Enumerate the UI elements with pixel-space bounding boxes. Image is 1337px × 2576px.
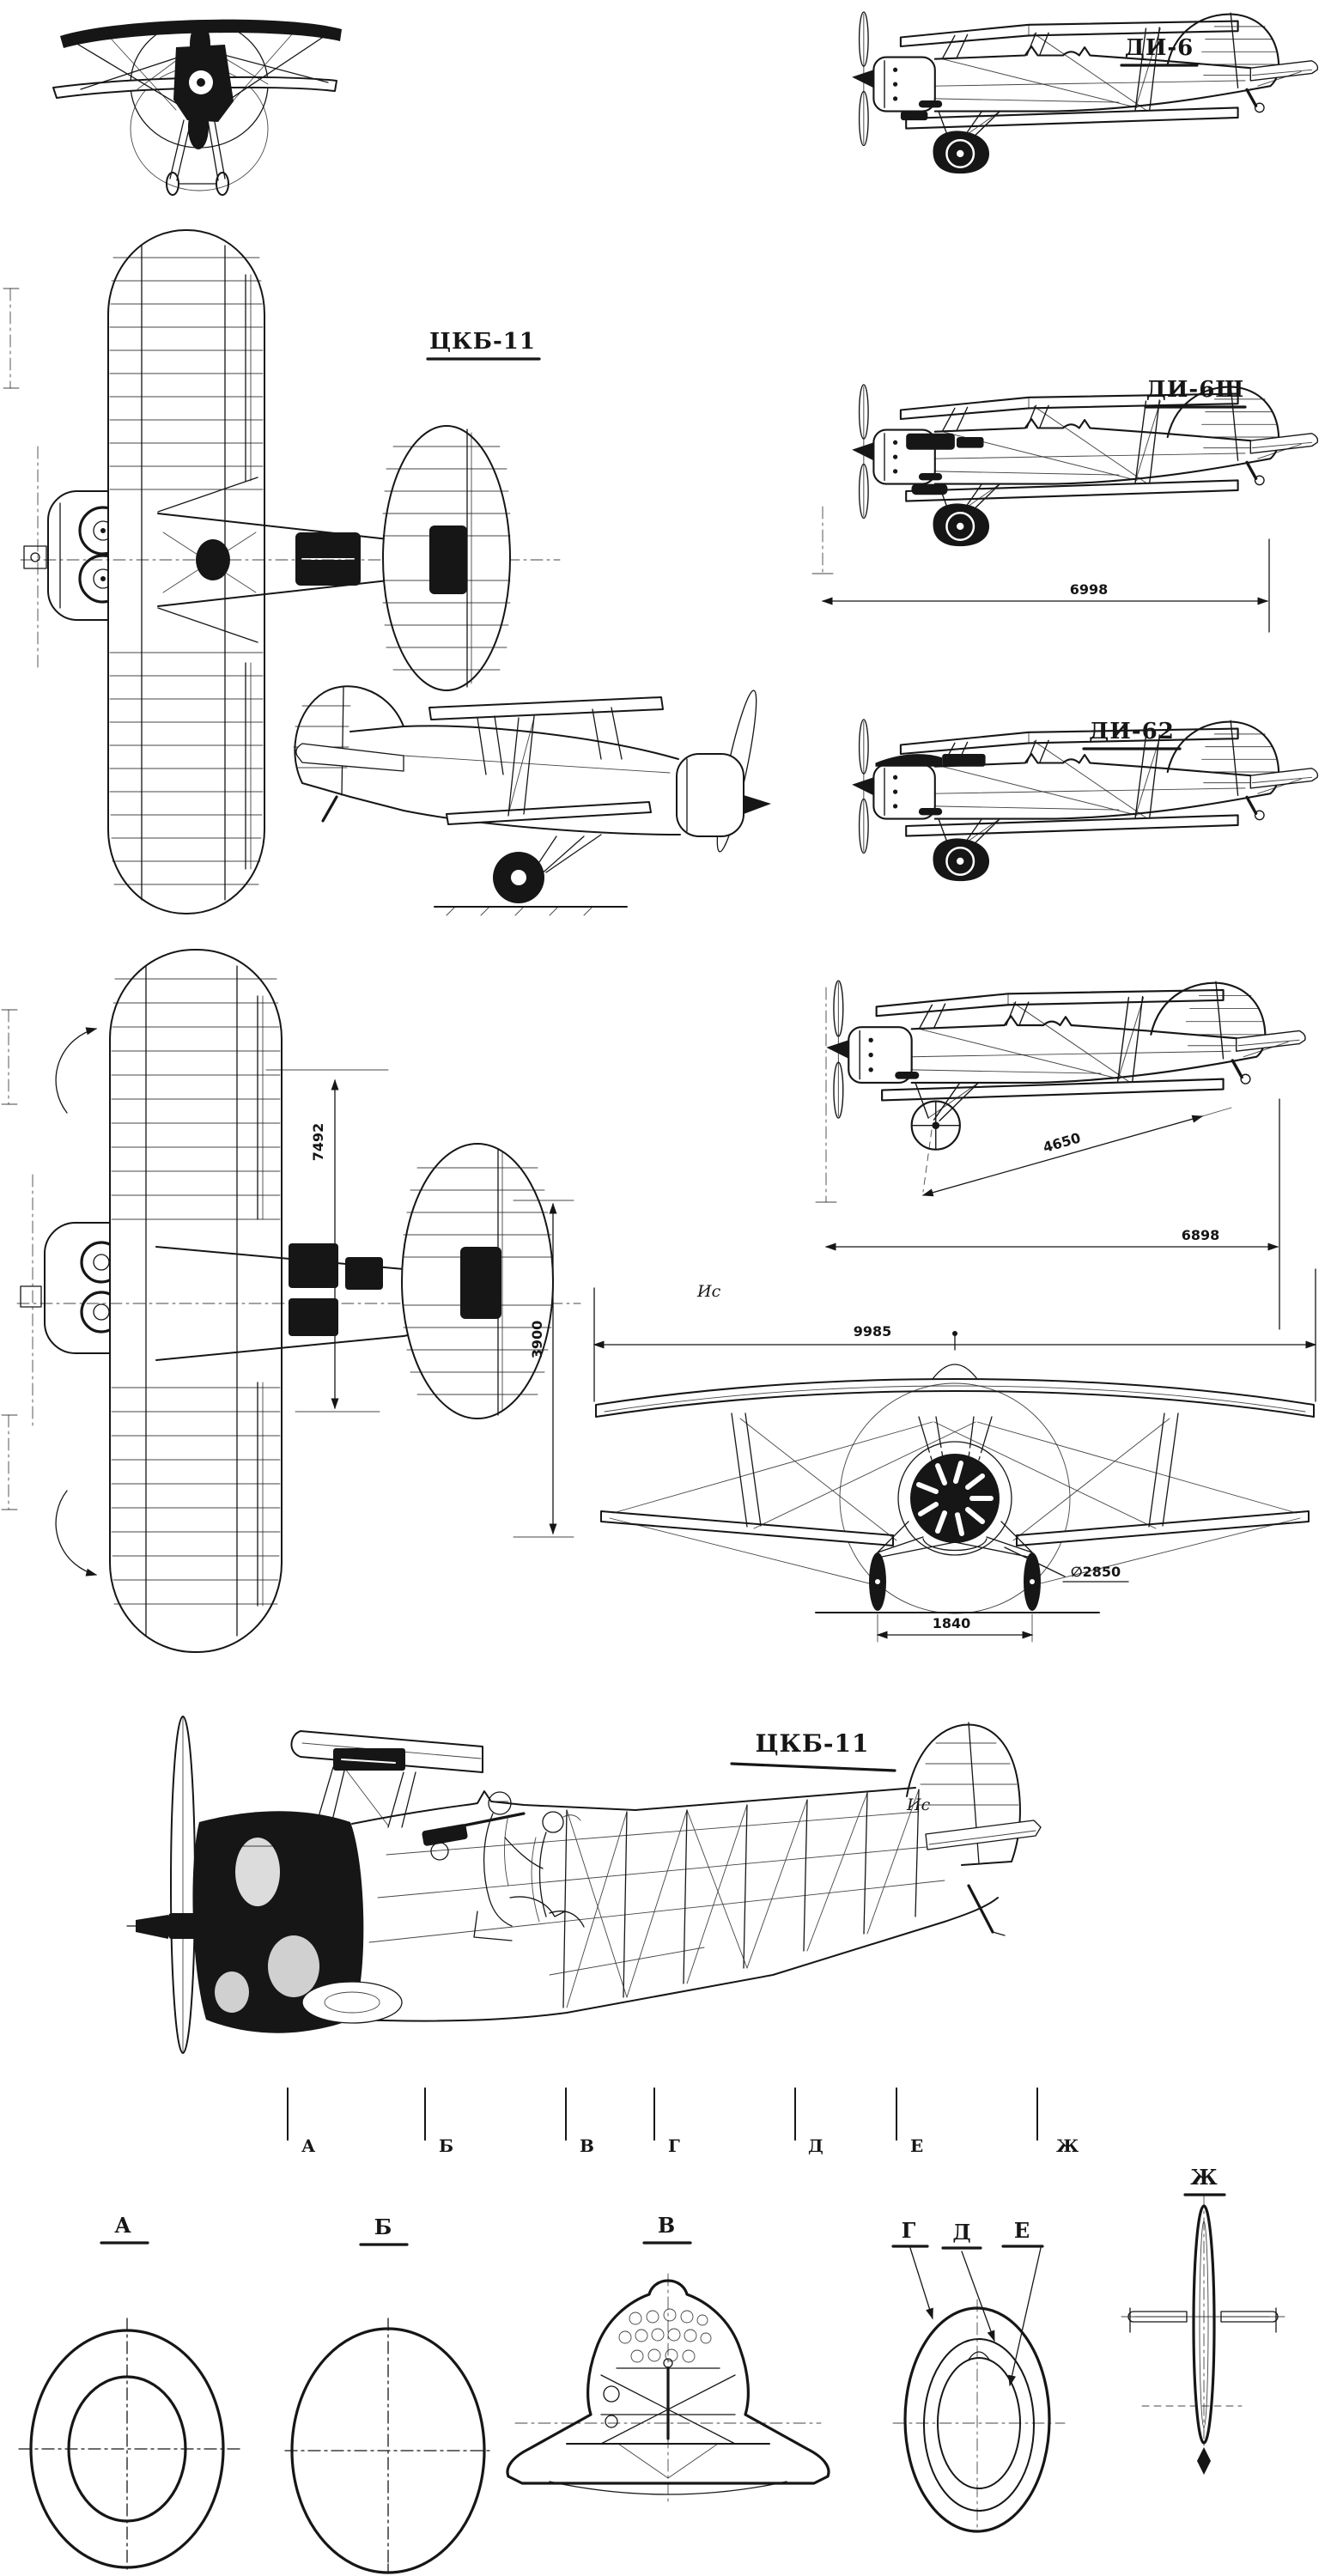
instrument-panel-gauges <box>618 2308 712 2363</box>
cross-section-v: В <box>506 2213 830 2505</box>
dim-prop-diameter: ∅2850 <box>1071 1564 1121 1580</box>
ground-hatch <box>446 906 593 916</box>
station-v: В <box>580 2136 594 2156</box>
engine-cylinder-slots <box>916 1461 994 1536</box>
section-e-label: Е <box>1014 2218 1030 2243</box>
cutaway-view: ЦКБ-11 Ис <box>126 1716 1042 2054</box>
station-markers: А Б В Г Д Е Ж <box>287 2087 1079 2156</box>
plan-view-top: ЦКБ-11 <box>3 229 561 914</box>
dim-wingspan: 9985 <box>854 1323 892 1340</box>
station-d: Д <box>808 2136 823 2156</box>
station-e: Е <box>910 2136 923 2156</box>
fuselage-truss <box>368 1789 945 2008</box>
fin-ribs <box>916 1742 1019 1806</box>
side-view-di6sh: ДИ-6Ш 6998 <box>811 377 1320 633</box>
dim-lower-side-length: 6898 <box>1182 1227 1220 1243</box>
side-view-di6-title: ДИ-6 <box>1125 35 1194 61</box>
check-mark-front: Ис <box>696 1282 721 1301</box>
side-view-di6: ДИ-6 <box>850 10 1320 175</box>
side-view-di62: ДИ-62 <box>850 718 1320 883</box>
section-b-label: Б <box>374 2215 392 2239</box>
dim-tailplane-span: 3900 <box>529 1321 545 1359</box>
station-b: Б <box>439 2136 453 2156</box>
station-g: Г <box>668 2136 680 2156</box>
front-view: Ис 9985 ∅2850 1840 <box>593 1268 1317 1643</box>
side-view-di6sh-title: ДИ-6Ш <box>1146 377 1245 403</box>
cutaway-title: ЦКБ-11 <box>755 1729 869 1758</box>
section-v-label: В <box>658 2213 675 2238</box>
side-view-di62-title: ДИ-62 <box>1089 719 1175 744</box>
side-view-dimensioned: 4650 6898 <box>815 979 1307 1330</box>
cross-section-zh: Ж <box>1121 2165 1285 2475</box>
wing-ribs-top <box>109 257 264 885</box>
cross-section-gde: Г Д Е <box>891 2218 1066 2533</box>
rigging-wires <box>609 1418 1301 1586</box>
plan-view-bottom: 7492 3900 <box>1 949 581 1653</box>
dim-di6sh-length: 6998 <box>1070 581 1109 598</box>
gunner-figure <box>531 1811 585 1928</box>
section-g-label: Г <box>902 2218 916 2243</box>
section-a-label: А <box>114 2213 131 2238</box>
fuselage-frames <box>562 1789 920 2008</box>
plan-view-title: ЦКБ-11 <box>429 329 536 355</box>
cross-section-b: Б <box>284 2215 492 2574</box>
cross-section-a: А <box>18 2213 245 2572</box>
dim-lower-wing-station: 7492 <box>310 1123 326 1162</box>
section-zh-label: Ж <box>1190 2165 1218 2190</box>
front-oblique-view <box>52 19 342 196</box>
side-view-center <box>293 685 771 916</box>
section-d-label: Д <box>952 2220 970 2245</box>
dim-wheel-track: 1840 <box>933 1615 971 1631</box>
station-zh: Ж <box>1056 2136 1079 2156</box>
machine-gun <box>422 1824 468 1846</box>
pilot-figure <box>473 1791 566 1941</box>
wing-ribs-bottom <box>111 978 281 1605</box>
station-a: А <box>301 2136 316 2156</box>
